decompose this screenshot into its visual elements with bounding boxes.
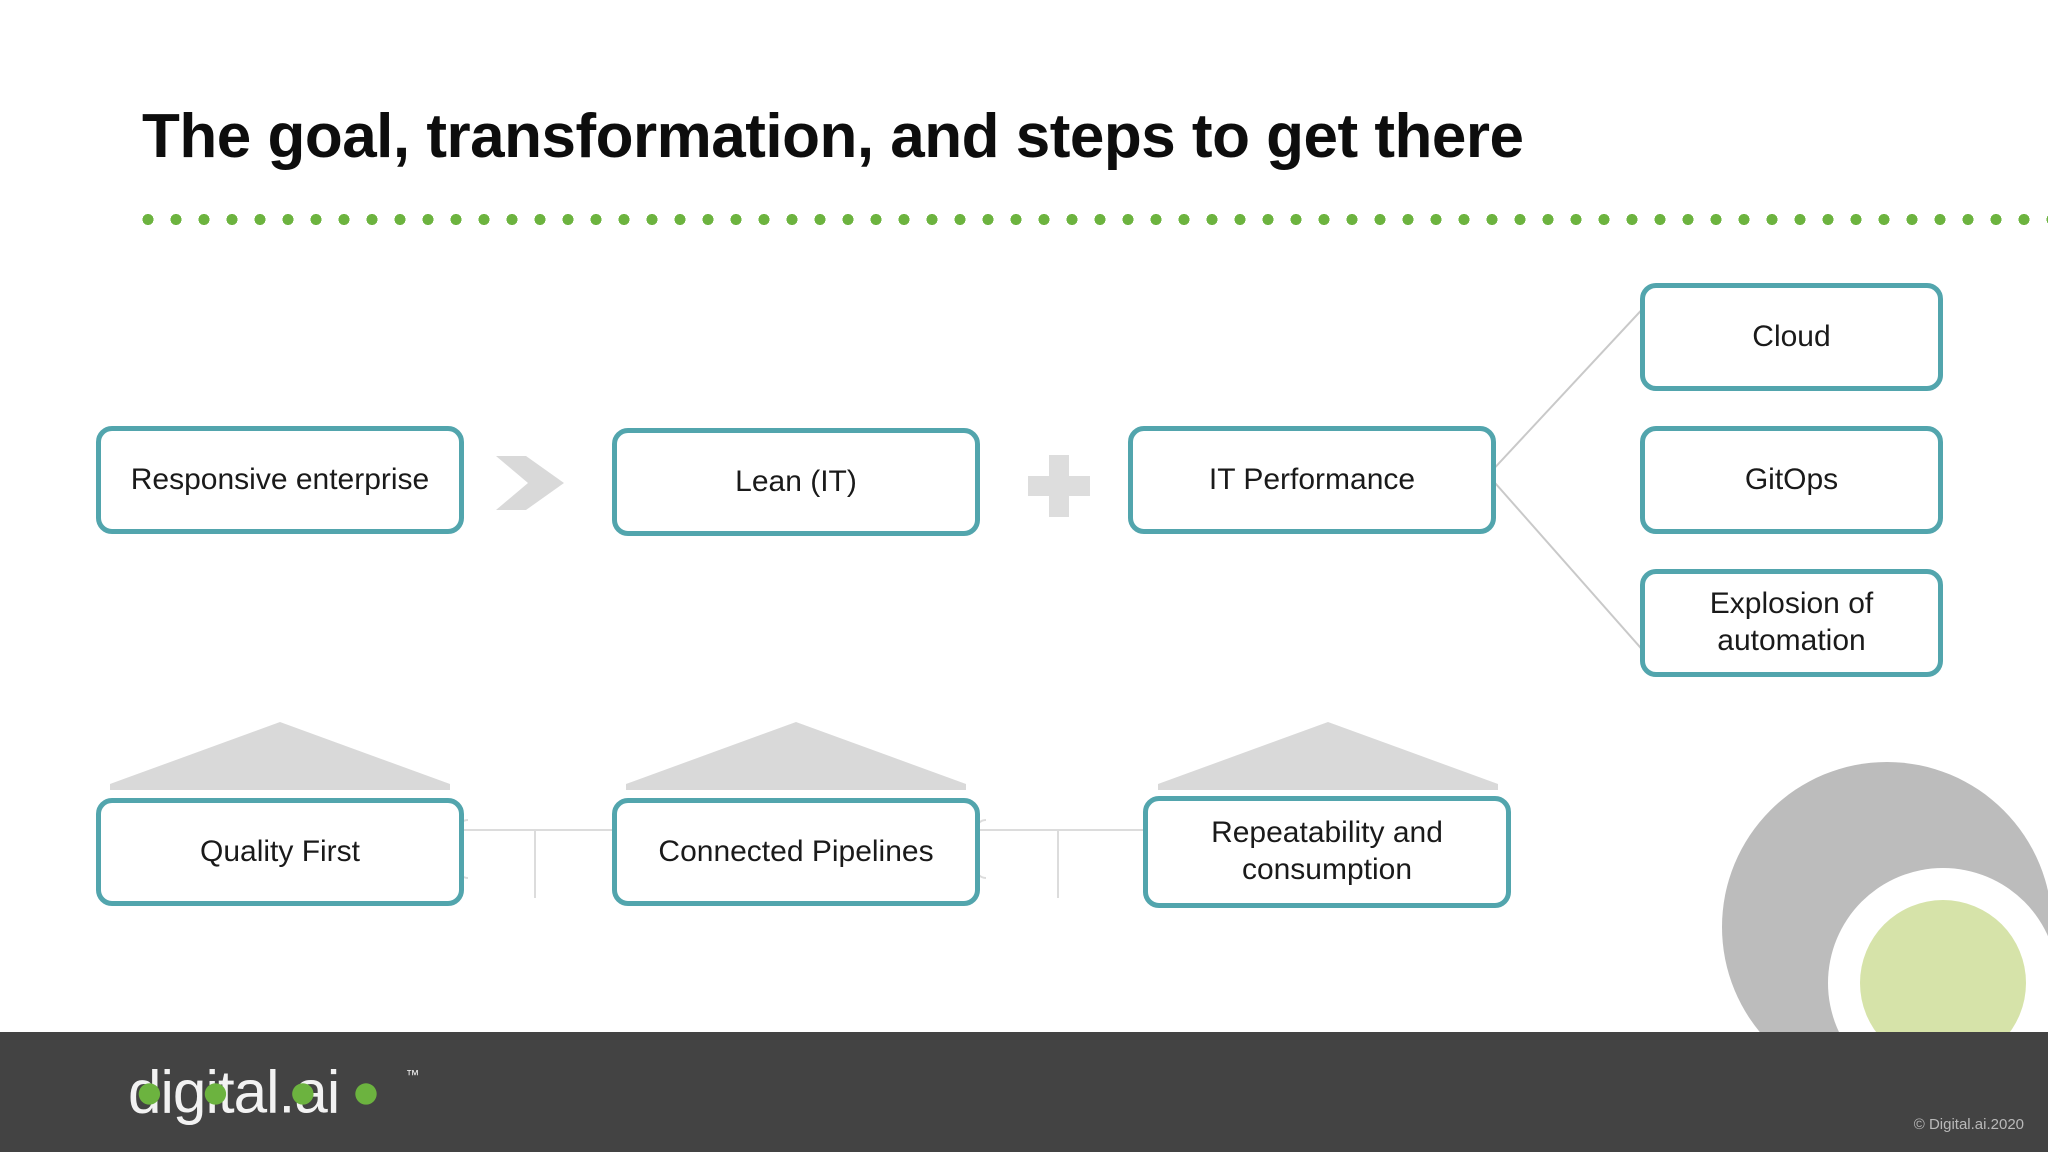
- triangle-marker-icon: [110, 722, 450, 790]
- node-it-performance[interactable]: IT Performance: [1128, 426, 1496, 534]
- title-dotted-rule: [134, 214, 2048, 225]
- node-label: Lean (IT): [735, 464, 857, 498]
- triangle-marker-icon: [626, 722, 966, 790]
- chevron-right-icon: [496, 456, 564, 510]
- node-explosion-of-automation[interactable]: Explosion of automation: [1640, 569, 1943, 677]
- logo-trademark: ™: [406, 1067, 420, 1082]
- node-responsive-enterprise[interactable]: Responsive enterprise: [96, 426, 464, 534]
- node-lean-it[interactable]: Lean (IT): [612, 428, 980, 536]
- triangle-marker-icon: [1158, 722, 1498, 790]
- footer-bar: [0, 1032, 2048, 1152]
- node-connected-pipelines[interactable]: Connected Pipelines: [612, 798, 980, 906]
- copyright-text: © Digital.ai.2020: [1913, 1116, 2024, 1133]
- node-label: Responsive enterprise: [130, 462, 430, 496]
- row2-connector: [958, 819, 1158, 898]
- node-label: Quality First: [199, 834, 361, 868]
- node-repeatability-and-consumption[interactable]: Repeatability and consumption: [1143, 796, 1511, 908]
- page-title: The goal, transformation, and steps to g…: [142, 102, 1524, 171]
- node-label: IT Performance: [1208, 462, 1416, 496]
- node-label: Repeatability and consumption: [1211, 816, 1443, 886]
- node-gitops[interactable]: GitOps: [1640, 426, 1943, 534]
- node-quality-first[interactable]: Quality First: [96, 798, 464, 906]
- node-label: Connected Pipelines: [658, 834, 934, 868]
- row2-connector: [440, 819, 630, 898]
- digital-ai-logo: digital.ai ™: [128, 1058, 420, 1125]
- driver-connector-lines: [1487, 287, 1663, 673]
- node-label: Explosion of automation: [1709, 587, 1874, 657]
- node-label: GitOps: [1744, 462, 1839, 496]
- plus-icon: [1028, 455, 1090, 517]
- node-cloud[interactable]: Cloud: [1640, 283, 1943, 391]
- node-label: Cloud: [1752, 319, 1831, 353]
